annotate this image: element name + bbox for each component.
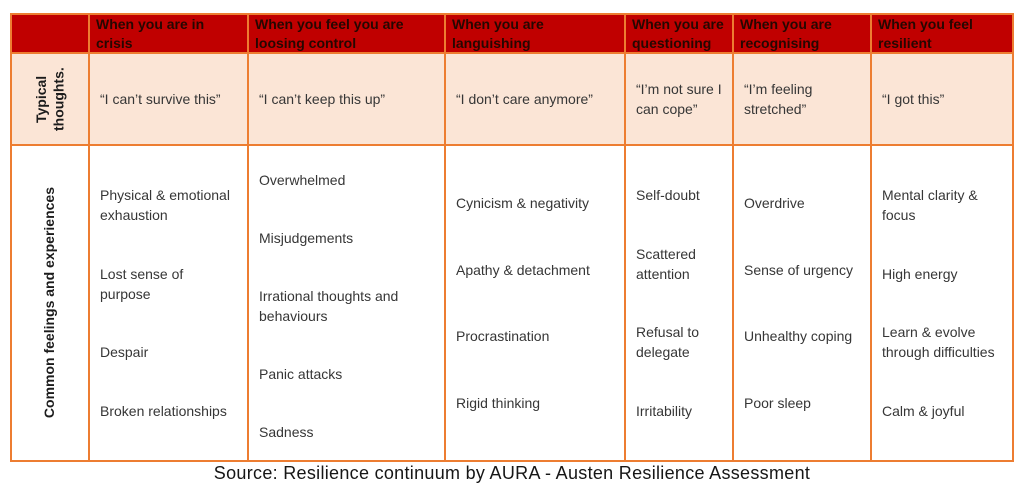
feeling-item: Panic attacks bbox=[259, 365, 343, 382]
feeling-item: Overdrive bbox=[744, 194, 805, 211]
column-header-recognising: When you are recognising bbox=[734, 15, 872, 54]
resilience-table: When you are in crisis When you feel you… bbox=[10, 13, 1014, 462]
feelings-cell-resilient: Mental clarity & focus High energy Learn… bbox=[872, 146, 1014, 462]
row-label-typical-thoughts: Typical thoughts. bbox=[12, 54, 90, 146]
feeling-item: Mental clarity & focus bbox=[882, 186, 978, 223]
feeling-item: Sense of urgency bbox=[744, 261, 853, 278]
thought-cell-crisis: “I can’t survive this” bbox=[90, 54, 249, 146]
feeling-item: Poor sleep bbox=[744, 395, 811, 412]
feelings-cell-recognising: Overdrive Sense of urgency Unhealthy cop… bbox=[734, 146, 872, 462]
column-header-questioning: When you are questioning bbox=[626, 15, 734, 54]
row-label-text: Typical thoughts. bbox=[32, 67, 67, 131]
thought-cell-losing-control: “I can’t keep this up” bbox=[249, 54, 446, 146]
source-caption: Source: Resilience continuum by AURA - A… bbox=[213, 463, 811, 483]
feeling-item: High energy bbox=[882, 265, 958, 282]
feeling-item: Lost sense of purpose bbox=[100, 265, 184, 302]
feelings-cell-languishing: Cynicism & negativity Apathy & detachmen… bbox=[446, 146, 626, 462]
column-header-crisis: When you are in crisis bbox=[90, 15, 249, 54]
feeling-item: Learn & evolve through difficulties bbox=[882, 324, 995, 361]
feelings-cell-crisis: Physical & emotional exhaustion Lost sen… bbox=[90, 146, 249, 462]
thought-cell-recognising: “I’m feeling stretched” bbox=[734, 54, 872, 146]
feeling-item: Irrational thoughts and behaviours bbox=[259, 287, 399, 324]
feeling-item: Overwhelmed bbox=[259, 172, 346, 188]
thought-cell-questioning: “I’m not sure I can cope” bbox=[626, 54, 734, 146]
feelings-cell-losing-control: Overwhelmed Misjudgements Irrational tho… bbox=[249, 146, 446, 462]
column-header-losing-control: When you feel you are loosing control bbox=[249, 15, 446, 54]
feeling-item: Sadness bbox=[259, 423, 314, 440]
feeling-item: Unhealthy coping bbox=[744, 328, 853, 345]
column-header-resilient: When you feel resilient bbox=[872, 15, 1014, 54]
feelings-cell-questioning: Self-doubt Scattered attention Refusal t… bbox=[626, 146, 734, 462]
feeling-item: Scattered attention bbox=[636, 245, 696, 282]
feeling-item: Broken relationships bbox=[100, 403, 227, 420]
feeling-item: Self-doubt bbox=[636, 186, 700, 203]
feeling-item: Despair bbox=[100, 344, 149, 361]
feeling-item: Procrastination bbox=[456, 328, 550, 345]
feeling-item: Irritability bbox=[636, 403, 693, 420]
corner-cell bbox=[12, 15, 90, 54]
feeling-item: Apathy & detachment bbox=[456, 261, 590, 278]
feeling-item: Misjudgements bbox=[259, 229, 354, 246]
feeling-item: Physical & emotional exhaustion bbox=[100, 186, 230, 223]
feeling-item: Refusal to delegate bbox=[636, 324, 700, 361]
row-label-common-feelings: Common feelings and experiences bbox=[12, 146, 90, 462]
feeling-item: Cynicism & negativity bbox=[456, 194, 590, 211]
column-header-languishing: When you are languishing bbox=[446, 15, 626, 54]
thought-cell-resilient: “I got this” bbox=[872, 54, 1014, 146]
thought-cell-languishing: “I don’t care anymore” bbox=[446, 54, 626, 146]
row-label-text: Common feelings and experiences bbox=[41, 187, 58, 419]
feeling-item: Calm & joyful bbox=[882, 403, 965, 420]
feeling-item: Rigid thinking bbox=[456, 395, 541, 412]
